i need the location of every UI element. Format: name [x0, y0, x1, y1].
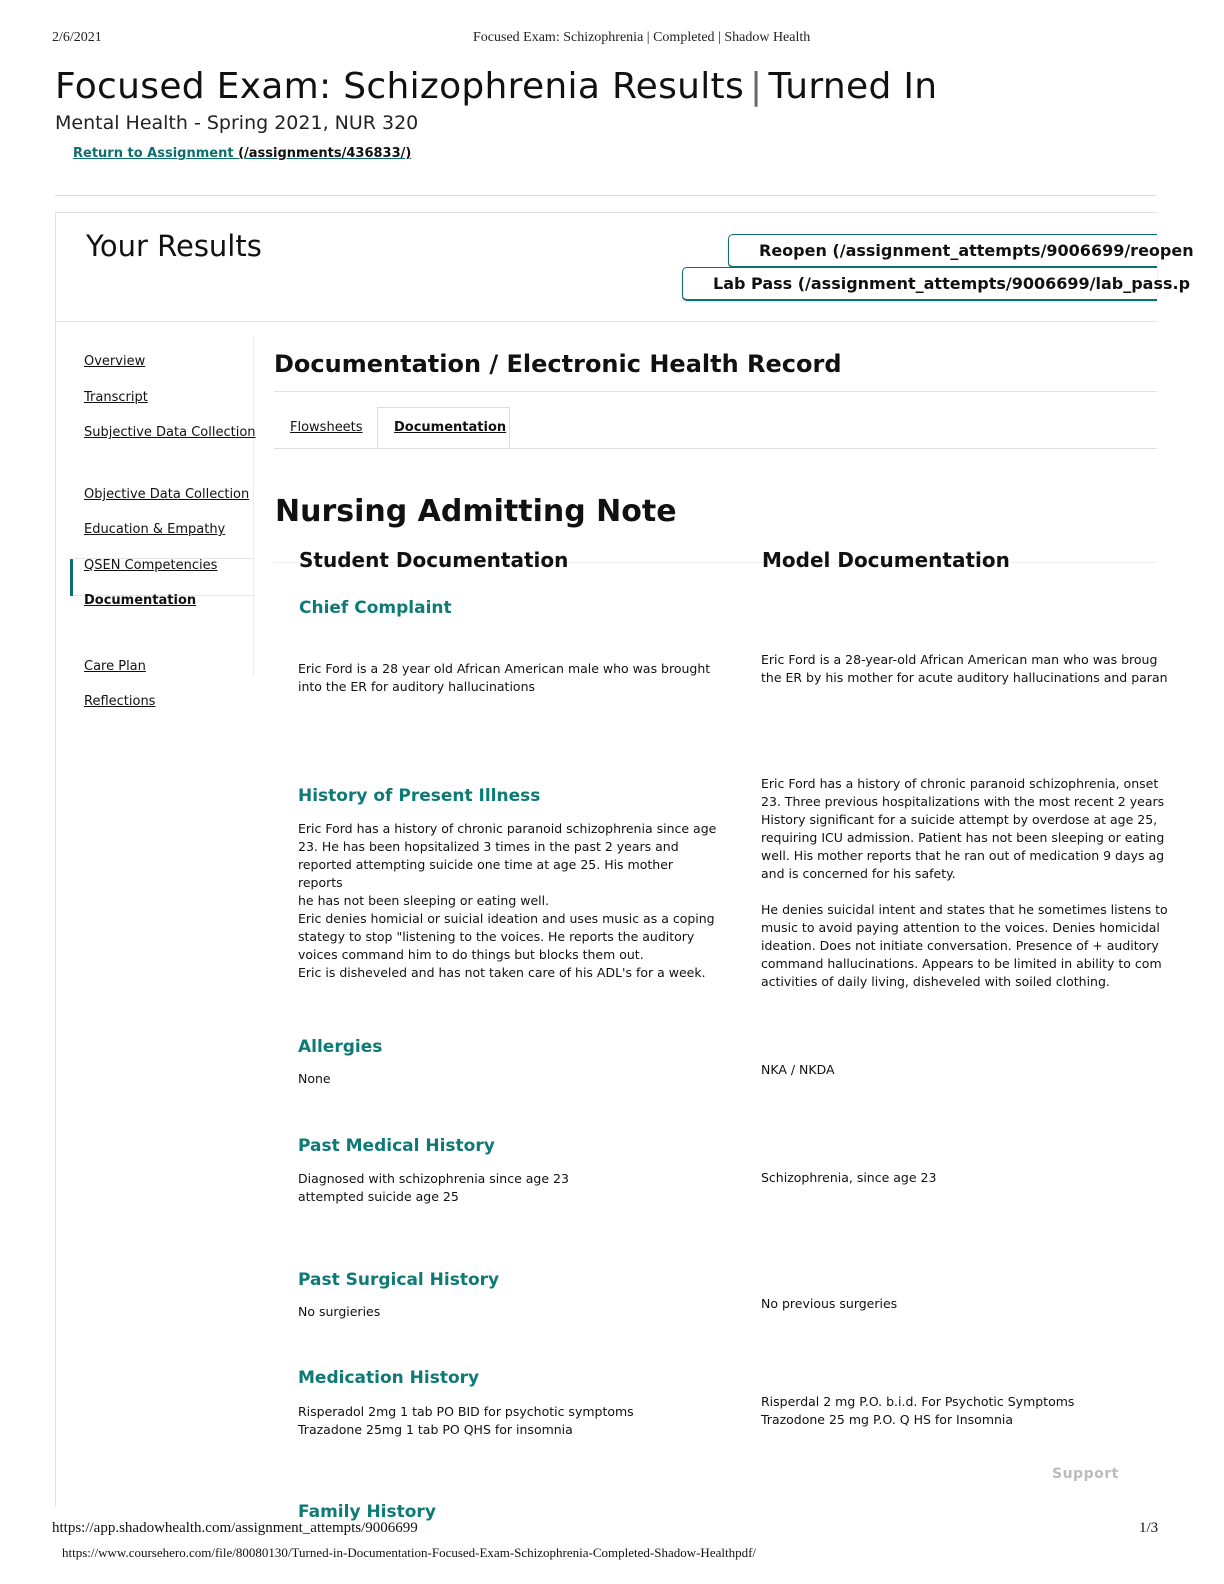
- student-medication-history: Risperadol 2mg 1 tab PO BID for psychoti…: [298, 1404, 634, 1437]
- model-medication-history: Risperdal 2 mg P.O. b.i.d. For Psychotic…: [761, 1394, 1075, 1427]
- section-title-family-history: Family History: [298, 1502, 436, 1522]
- section-title-hpi: History of Present Illness: [298, 786, 541, 806]
- student-hpi: Eric Ford has a history of chronic paran…: [298, 821, 717, 980]
- return-to-assignment-link[interactable]: Return to Assignment (/assignments/43683…: [73, 146, 411, 161]
- sidebar-item-subjective-data[interactable]: Subjective Data Collection: [84, 425, 256, 440]
- results-heading: Your Results: [86, 229, 262, 263]
- documentation-heading: Documentation / Electronic Health Record: [274, 350, 842, 378]
- page-title-status: Turned In: [768, 66, 938, 107]
- sidebar-divider: [253, 336, 254, 676]
- sidebar-item-reflections[interactable]: Reflections: [84, 694, 156, 709]
- section-title-past-surgical-history: Past Surgical History: [298, 1270, 500, 1290]
- note-title: Nursing Admitting Note: [275, 494, 677, 529]
- tab-flowsheets[interactable]: Flowsheets: [290, 420, 363, 435]
- sidebar-item-transcript[interactable]: Transcript: [84, 390, 148, 405]
- page-title-main: Focused Exam: Schizophrenia Results: [55, 66, 745, 107]
- footer-page-number: 1/3: [1139, 1520, 1159, 1536]
- header-divider: [55, 195, 1157, 196]
- sidebar-highlight-bottom: [73, 595, 253, 596]
- sidebar-item-overview[interactable]: Overview: [84, 354, 146, 369]
- model-documentation-heading: Model Documentation: [762, 548, 1010, 572]
- title-separator: |: [750, 66, 763, 107]
- footer-url: https://app.shadowhealth.com/assignment_…: [52, 1520, 418, 1536]
- course-name: Mental Health - Spring 2021, NUR 320: [55, 112, 419, 134]
- student-documentation-heading: Student Documentation: [299, 548, 569, 572]
- return-link-label: Return to Assignment: [73, 146, 234, 161]
- model-allergies: NKA / NKDA: [761, 1062, 835, 1077]
- footer-source-url: https://www.coursehero.com/file/80080130…: [62, 1545, 757, 1560]
- results-divider: [56, 321, 1157, 322]
- panel-left-border: [55, 212, 56, 1507]
- sidebar-active-marker: [70, 559, 73, 596]
- sidebar-item-care-plan[interactable]: Care Plan: [84, 659, 146, 674]
- documentation-divider: [274, 391, 1157, 392]
- student-past-surgical-history: No surgieries: [298, 1304, 381, 1319]
- section-title-chief-complaint: Chief Complaint: [299, 598, 452, 618]
- model-hpi: Eric Ford has a history of chronic paran…: [761, 776, 1168, 989]
- student-allergies: None: [298, 1071, 331, 1086]
- sidebar-item-qsen[interactable]: QSEN Competencies: [84, 558, 218, 573]
- section-title-allergies: Allergies: [298, 1037, 383, 1057]
- sidebar-item-documentation[interactable]: Documentation: [84, 593, 197, 608]
- model-past-medical-history: Schizophrenia, since age 23: [761, 1170, 937, 1185]
- panel-top-border: [55, 212, 1157, 213]
- reopen-button[interactable]: Reopen (/assignment_attempts/9006699/reo…: [728, 234, 1194, 268]
- model-chief-complaint: Eric Ford is a 28-year-old African Ameri…: [761, 652, 1168, 685]
- section-title-past-medical-history: Past Medical History: [298, 1136, 495, 1156]
- lab-pass-button[interactable]: Lab Pass (/assignment_attempts/9006699/l…: [682, 267, 1190, 301]
- support-button[interactable]: Support: [1052, 1466, 1119, 1482]
- sidebar-item-education-empathy[interactable]: Education & Empathy: [84, 522, 226, 537]
- page-title: Focused Exam: Schizophrenia Results|Turn…: [55, 66, 937, 107]
- tab-documentation[interactable]: Documentation: [394, 420, 507, 435]
- active-tab-box: [377, 407, 510, 448]
- print-date: 2/6/2021: [52, 30, 102, 45]
- tabs-divider: [274, 448, 1157, 449]
- student-chief-complaint: Eric Ford is a 28 year old African Ameri…: [298, 661, 711, 694]
- model-past-surgical-history: No previous surgeries: [761, 1296, 898, 1311]
- sidebar-item-objective-data[interactable]: Objective Data Collection: [84, 487, 250, 502]
- student-past-medical-history: Diagnosed with schizophrenia since age 2…: [298, 1171, 569, 1204]
- sidebar-highlight-top: [73, 558, 253, 559]
- return-link-path: (/assignments/436833/): [238, 146, 412, 161]
- section-title-medication-history: Medication History: [298, 1368, 480, 1388]
- print-title: Focused Exam: Schizophrenia | Completed …: [473, 30, 811, 45]
